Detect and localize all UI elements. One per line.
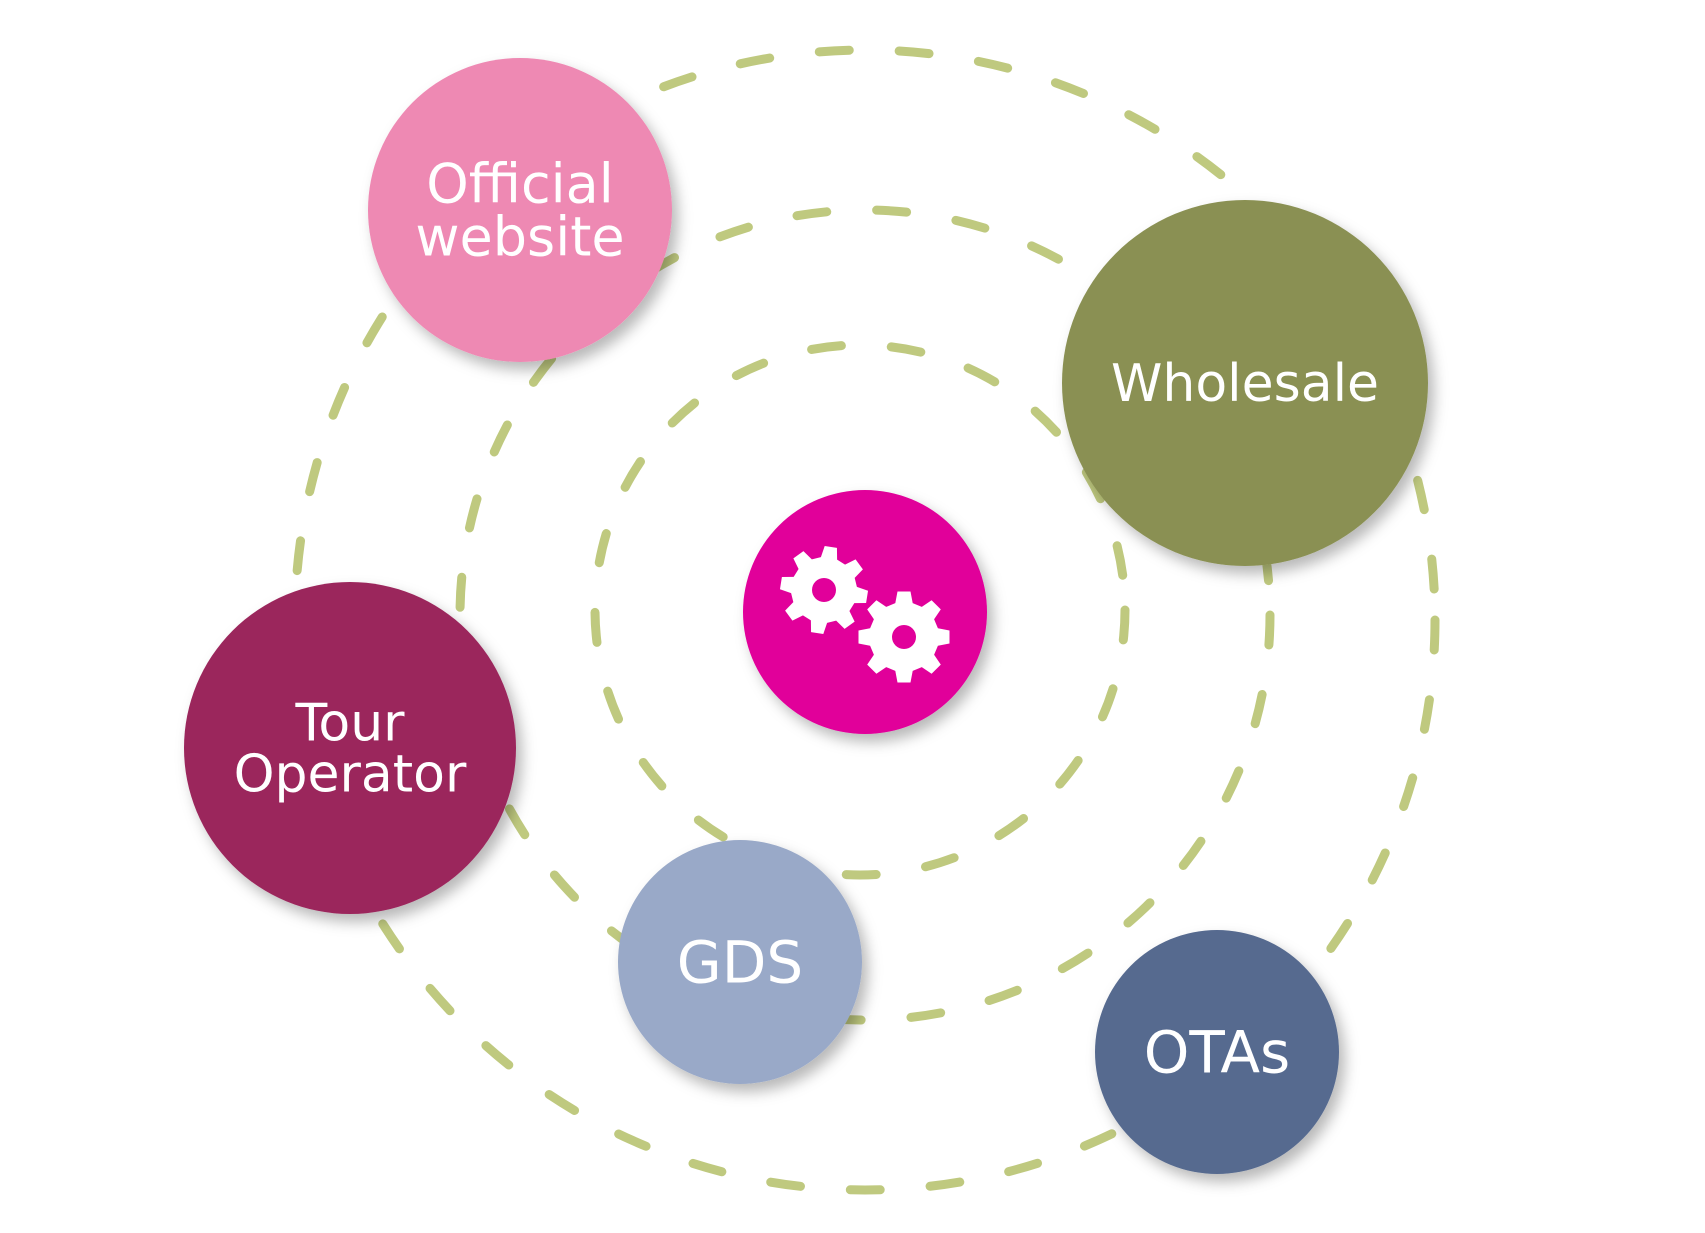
middle-orbit-ring xyxy=(455,205,1275,1025)
channel-label-line: GDS xyxy=(677,928,803,996)
channel-label-line: Official xyxy=(426,152,614,215)
channel-label-line: Tour xyxy=(294,694,405,754)
channel-node-otas: OTAs xyxy=(1095,930,1339,1174)
channel-label-otas: OTAs xyxy=(1144,1018,1290,1086)
inner-orbit-ring xyxy=(590,340,1130,880)
center-hub xyxy=(743,490,987,734)
channel-label-line: website xyxy=(415,205,624,268)
channel-node-gds: GDS xyxy=(618,840,862,1084)
gears-icon xyxy=(779,545,950,683)
channel-label-gds: GDS xyxy=(677,928,803,996)
channel-label-line: Wholesale xyxy=(1111,354,1379,414)
channel-label-line: OTAs xyxy=(1144,1018,1290,1086)
gear-hole xyxy=(812,578,836,602)
channel-label-wholesale: Wholesale xyxy=(1111,354,1379,414)
channel-label-line: Operator xyxy=(234,745,467,805)
channel-node-wholesale: Wholesale xyxy=(1062,200,1428,566)
gear-hole xyxy=(892,625,916,649)
